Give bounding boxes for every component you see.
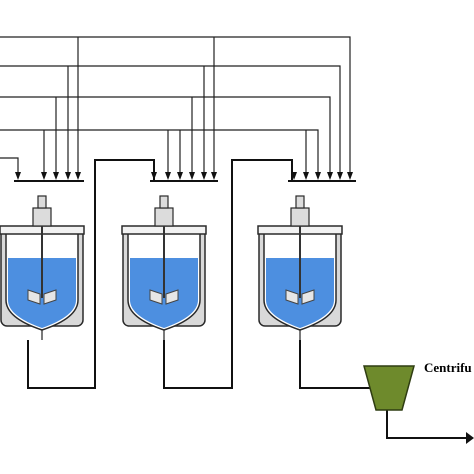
reactor-1 [0,195,85,340]
motor [154,207,174,227]
impeller-left [27,289,41,305]
impeller-right [43,289,57,305]
reactor-3 [257,195,343,340]
motor-cap [37,195,47,209]
feed-line-1 [0,36,351,172]
inlet-manifolds [14,172,356,182]
motor [32,207,52,227]
feed-line-2 [0,65,341,172]
impeller-left [149,289,163,305]
centrifuge-label: Centrifu [424,360,472,375]
reactor-2 [121,195,207,340]
transfer-pipe-3-to-centrifuge [299,340,373,389]
feed-line-5 [0,157,19,172]
transfer-pipes [27,159,474,444]
outlet-arrow [466,432,474,444]
centrifuge: Centrifu [363,360,472,411]
centrifuge-icon [363,365,415,411]
inlet-arrows [15,172,353,180]
impeller-right [165,289,179,305]
transfer-pipe-2-to-3 [163,159,293,389]
motor [290,207,310,227]
centrifuge-outlet-pipe [386,410,470,439]
impeller-right [301,289,315,305]
impeller-left [285,289,299,305]
motor-cap [295,195,305,209]
feed-line-3 [0,96,331,172]
feed-line-4 [0,129,319,172]
motor-cap [159,195,169,209]
transfer-pipe-1-to-2 [27,159,155,389]
feed-header-lines [0,36,351,172]
